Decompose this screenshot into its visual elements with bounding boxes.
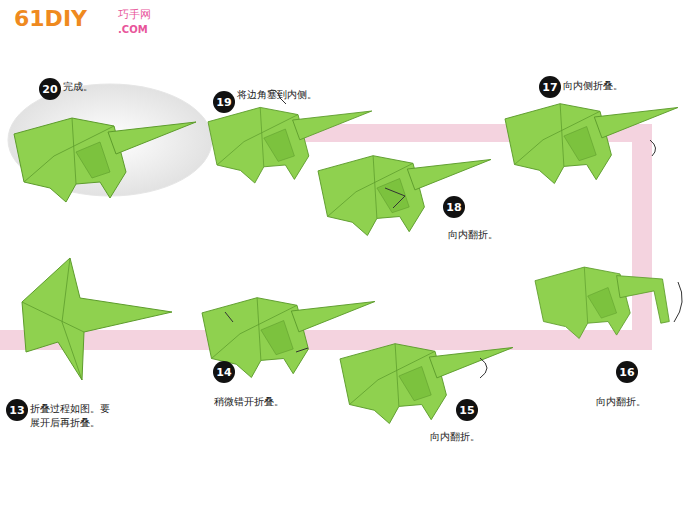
step-number: 14 <box>216 367 231 378</box>
step-number-circle: 13 <box>6 399 28 421</box>
step-number: 15 <box>459 405 474 416</box>
step-number: 18 <box>446 202 461 213</box>
step-number-circle: 17 <box>539 76 561 98</box>
step-caption: 向内翻折。 <box>430 430 480 444</box>
step-number-circle: 18 <box>443 196 465 218</box>
step-caption: 将边角塞到内侧。 <box>237 88 317 102</box>
step-number-circle: 15 <box>456 399 478 421</box>
watermark: 61DIY <box>14 8 87 30</box>
step-caption: 完成。 <box>63 80 93 94</box>
watermark: .COM <box>118 25 148 35</box>
step-caption: 向内翻折。 <box>596 395 646 409</box>
step-number-circle: 19 <box>213 91 235 113</box>
step-number: 17 <box>542 82 557 93</box>
step-caption: 向内翻折。 <box>448 228 498 242</box>
step-number: 16 <box>619 367 634 378</box>
step-number: 20 <box>42 84 57 95</box>
step-caption: 稍微错开折叠。 <box>214 395 284 409</box>
step-number-circle: 14 <box>213 361 235 383</box>
step-number: 19 <box>216 97 231 108</box>
step-number-circle: 20 <box>39 78 61 100</box>
step-number: 13 <box>9 405 24 416</box>
watermark: 巧手网 <box>118 9 151 20</box>
step-caption: 向内侧折叠。 <box>563 79 623 93</box>
step-number-circle: 16 <box>616 361 638 383</box>
step-caption: 折叠过程如图。要 展开后再折叠。 <box>30 402 116 429</box>
